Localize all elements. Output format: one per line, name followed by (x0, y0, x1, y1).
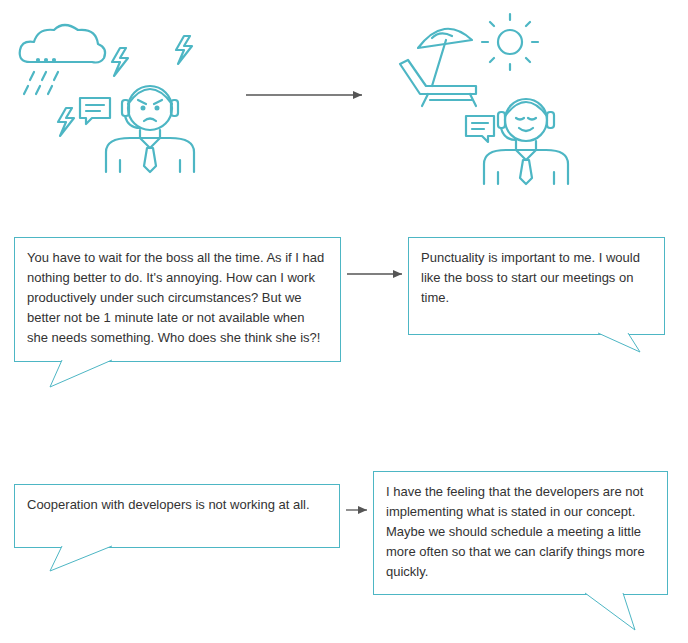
beach-chair (400, 60, 476, 106)
speech-icon (466, 116, 494, 142)
connector-arrow (347, 273, 402, 274)
speech-icon (80, 98, 110, 124)
lightning-bolt (58, 36, 192, 136)
bubble-tail (408, 334, 665, 356)
bubble-tail (14, 361, 341, 391)
tail-outline (585, 593, 635, 630)
tail-outline (50, 546, 112, 571)
tail-fill (598, 333, 640, 352)
bubble-text: Cooperation with developers is not worki… (15, 485, 339, 525)
speech-bubble: Punctuality is important to me. I would … (408, 237, 665, 335)
sun (482, 14, 538, 70)
bubble-tail (14, 547, 340, 575)
bubble-text: You have to wait for the boss all the ti… (15, 238, 340, 358)
connector-arrow (346, 509, 367, 510)
transition-arrow (246, 94, 362, 95)
tail-fill (50, 360, 112, 387)
calm-person (484, 99, 568, 184)
bubble-tail (373, 594, 668, 634)
speech-bubble: Cooperation with developers is not worki… (14, 484, 340, 548)
beach-umbrella (418, 29, 472, 86)
speech-bubble: You have to wait for the boss all the ti… (14, 237, 341, 362)
tail-outline (598, 333, 640, 352)
angry-person (106, 86, 194, 172)
bubble-text: Punctuality is important to me. I would … (409, 238, 664, 318)
storm-cloud (20, 25, 105, 94)
bubble-text: I have the feeling that the developers a… (374, 472, 667, 592)
speech-bubble: I have the feeling that the developers a… (373, 471, 668, 595)
tail-fill (585, 593, 635, 630)
tail-fill (50, 546, 112, 571)
tail-outline (50, 360, 112, 387)
